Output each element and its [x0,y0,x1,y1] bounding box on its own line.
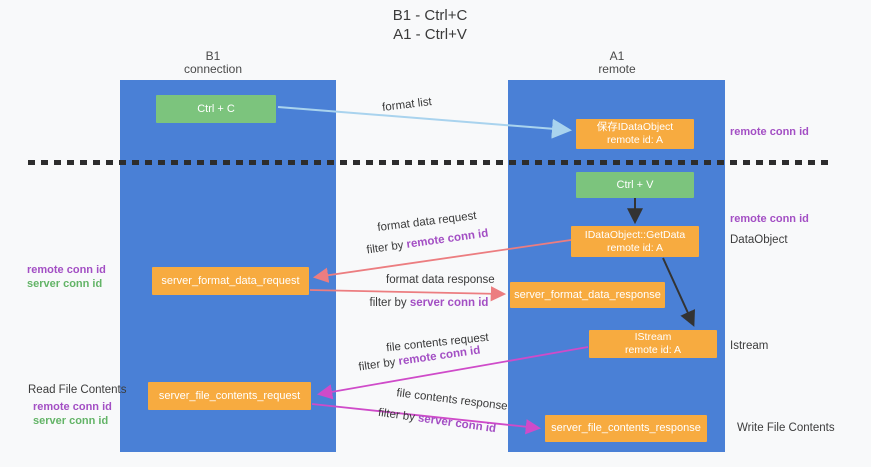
server-format-data-request-box: server_format_data_request [152,267,309,295]
server-file-contents-response-label: server_file_contents_response [551,422,701,434]
format-list-label: format list [381,96,433,114]
format-data-response-label: format data response [386,274,495,286]
ctrl-v-label: Ctrl + V [616,178,654,191]
arrow-format-data-response [309,286,507,302]
right-column-subtitle: remote [598,62,636,76]
save-dataobject-line1: 保存IDataObject [596,121,674,133]
left-column-header: B1 connection [148,50,278,76]
file-contents-response-filter-label: filter by server conn id [377,406,497,436]
diagram-title: B1 - Ctrl+C A1 - Ctrl+V [310,6,550,44]
server-format-data-response-box: server_format_data_response [510,282,665,308]
phase-separator-dashed-line [28,160,832,165]
read-file-contents-label: Read File Contents [28,384,127,396]
save-dataobject-box: 保存IDataObject remote id: A [576,119,694,149]
dataobject-label: DataObject [730,234,788,246]
server-format-data-request-label: server_format_data_request [161,274,300,287]
idataobject-getdata-line2: remote id: A [606,241,664,254]
istream-line1: IStream [634,331,672,343]
title-line-2: A1 - Ctrl+V [393,26,467,43]
right-column-name: A1 [609,49,625,63]
server-file-contents-request-label: server_file_contents_request [158,389,301,402]
left-mid-remote-conn-id-label: remote conn id [27,264,106,276]
right-mid-remote-conn-id-label: remote conn id [730,213,809,225]
server-file-contents-response-box: server_file_contents_response [545,415,707,442]
left-mid-server-conn-id-label: server conn id [27,278,103,290]
ctrl-c-label: Ctrl + C [197,102,235,115]
istream-side-label: Istream [730,340,769,352]
server-file-contents-request-box: server_file_contents_request [148,382,311,410]
istream-line2: remote id: A [624,344,682,356]
save-dataobject-line2: remote id: A [606,134,664,146]
format-data-response-filter-label: filter by server conn id [369,297,489,309]
right-column-header: A1 remote [552,50,682,76]
right-top-remote-conn-id-label: remote conn id [730,126,809,138]
write-file-contents-label: Write File Contents [737,422,835,434]
left-bottom-server-conn-id-label: server conn id [33,415,109,427]
title-line-1: B1 - Ctrl+C [392,7,468,24]
idataobject-getdata-box: IDataObject::GetData remote id: A [571,226,699,257]
ctrl-c-box: Ctrl + C [156,95,276,123]
ctrl-v-box: Ctrl + V [576,172,694,198]
server-format-data-response-label: server_format_data_response [514,288,661,301]
left-column-subtitle: connection [183,62,243,76]
istream-box: IStream remote id: A [589,330,717,358]
left-bottom-remote-conn-id-label: remote conn id [33,401,112,413]
file-contents-response-label: file contents response [395,387,509,413]
left-column-name: B1 [205,49,221,63]
idataobject-getdata-line1: IDataObject::GetData [584,228,686,241]
